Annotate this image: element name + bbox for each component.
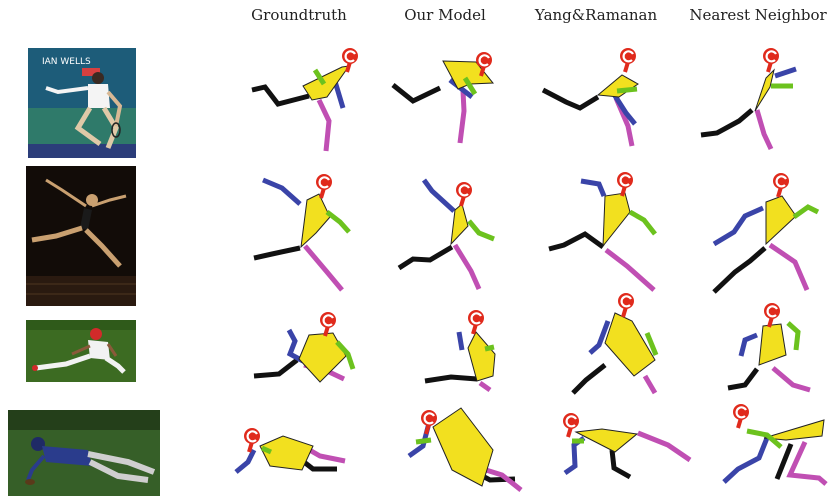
header-our-model: Our Model [404,6,486,24]
pose-r3-our-model-torso [467,331,496,382]
pose-r1-groundtruth-head-mark [344,50,356,63]
pose-r3-yang-ramanan-left-arm [588,320,611,355]
pose-r3-yang-ramanan-torso [604,312,656,377]
pose-r4-yang-ramanan-torso [574,428,639,453]
photo-tennis-player: IAN WELLS [28,48,136,158]
photo-leaping-dancer [26,166,136,306]
pose-r2-nearest-neighbor-left-leg [712,246,767,294]
pose-r3-nearest-neighbor-right-arm [786,321,801,351]
pose-r2-groundtruth-head-mark [318,176,330,189]
pose-r3-groundtruth-left-arm [286,328,305,364]
pose-r1-nearest-neighbor-torso [754,68,775,112]
header-groundtruth: Groundtruth [251,6,347,24]
pose-r2-our-model-right-arm [467,219,495,242]
pose-r2-yang-ramanan-right-leg [604,248,656,292]
pose-r4-groundtruth-left-leg [302,460,337,472]
pose-r3-yang-ramanan-right-arm [644,332,659,356]
pose-r1-nearest-neighbor-left-arm [774,66,797,79]
pose-r3-our-model-right-leg [478,380,492,393]
header-yang-ramanan: Yang&Ramanan [534,6,658,24]
pose-r4-groundtruth-head-mark [246,430,258,443]
pose-r4-yang-ramanan-head-mark [565,415,577,428]
pose-r1-yang-ramanan-right-arm [616,86,638,94]
pose-r3-groundtruth-right-arm [335,340,356,370]
pose-r3-our-model-left-leg [424,374,478,384]
pose-r4-our-model-right-leg [485,467,523,492]
pose-r2-groundtruth-right-leg [303,244,344,292]
pose-r1-groundtruth-left-leg [251,84,310,107]
pose-r4-groundtruth-torso [259,435,314,471]
pose-r3-yang-ramanan-left-leg [571,363,607,395]
pose-r2-groundtruth-right-arm [325,210,351,234]
pose-r2-our-model-head-mark [458,184,470,197]
pose-r2-yang-ramanan-torso [602,192,631,248]
pose-r1-our-model-right-arm [462,76,478,96]
pose-r2-our-model-left-arm [421,178,456,213]
pose-r1-our-model-left-leg [391,83,442,104]
pose-r3-our-model-left-arm [456,331,465,351]
pose-r4-groundtruth-right-arm [260,445,273,455]
pose-r1-groundtruth-right-leg [316,98,332,152]
pose-r2-yang-ramanan-head-mark [619,174,631,187]
photo-sign-text: IAN WELLS [42,57,91,67]
pose-r4-nearest-neighbor-left-leg [774,443,794,480]
pose-r3-nearest-neighbor-right-leg [771,366,811,393]
pose-r2-groundtruth-left-arm [262,177,302,206]
pose-r1-nearest-neighbor-left-leg [700,108,754,138]
pose-r2-nearest-neighbor-right-leg [768,242,810,291]
header-nearest-neighbor: Nearest Neighbor [689,6,827,24]
pose-r1-our-model-left-arm [448,78,474,99]
pose-r3-groundtruth-head-mark [322,314,334,327]
pose-r3-nearest-neighbor-head-mark [766,305,778,318]
pose-r1-our-model-torso [442,60,495,90]
pose-r4-our-model-torso [432,407,494,487]
pose-r3-our-model-head-mark [470,312,482,325]
pose-r4-our-model-right-arm [415,437,432,445]
pose-r1-nearest-neighbor-head-mark [765,50,777,63]
pose-r4-our-model-head-mark [423,412,435,425]
pose-r3-groundtruth-left-leg [253,358,299,379]
pose-r3-yang-ramanan-head-mark [620,295,632,308]
pose-r2-our-model-left-leg [397,244,454,271]
pose-r4-nearest-neighbor-torso [763,419,825,441]
pose-r2-nearest-neighbor-head-mark [775,175,787,188]
pose-r1-nearest-neighbor-right-leg [754,109,774,151]
pose-r1-our-model-right-leg [457,90,467,144]
photo-baseball-dive [8,410,160,496]
pose-r2-our-model-right-leg [452,243,482,291]
pose-r4-groundtruth-left-arm [234,448,257,474]
pose-r1-yang-ramanan-left-leg [541,87,600,111]
pose-r4-yang-ramanan-left-leg [609,449,632,480]
pose-r2-yang-ramanan-left-leg [548,231,605,252]
photo-baseball-stretch [26,320,136,382]
pose-r1-groundtruth-torso [302,65,351,101]
pose-r1-groundtruth-right-arm [312,68,327,86]
pose-r4-nearest-neighbor-right-leg [786,440,828,486]
pose-r3-yang-ramanan-right-leg [642,374,658,395]
pose-r1-yang-ramanan-head-mark [622,50,634,63]
pose-r4-groundtruth-right-leg [304,445,346,464]
pose-r3-our-model-right-arm [484,344,495,352]
pose-r4-nearest-neighbor-left-arm [722,437,770,484]
pose-r4-yang-ramanan-right-leg [637,430,692,463]
pose-r2-groundtruth-torso [300,193,331,249]
pose-r2-nearest-neighbor-torso [765,195,797,246]
pose-r2-groundtruth-left-leg [253,245,301,261]
pose-r4-nearest-neighbor-head-mark [735,406,747,419]
pose-r2-yang-ramanan-right-arm [628,209,657,236]
pose-r1-our-model-head-mark [478,54,490,67]
pose-r3-nearest-neighbor-torso [758,323,787,366]
pose-r1-yang-ramanan-torso [596,74,639,98]
pose-r2-nearest-neighbor-left-arm [712,205,765,247]
pose-r2-yang-ramanan-left-arm [580,178,607,197]
pose-r2-nearest-neighbor-right-arm [792,204,820,220]
pose-r3-nearest-neighbor-left-leg [727,367,759,391]
pose-r3-nearest-neighbor-left-arm [738,332,758,357]
pose-r4-nearest-neighbor-right-arm [746,428,783,449]
